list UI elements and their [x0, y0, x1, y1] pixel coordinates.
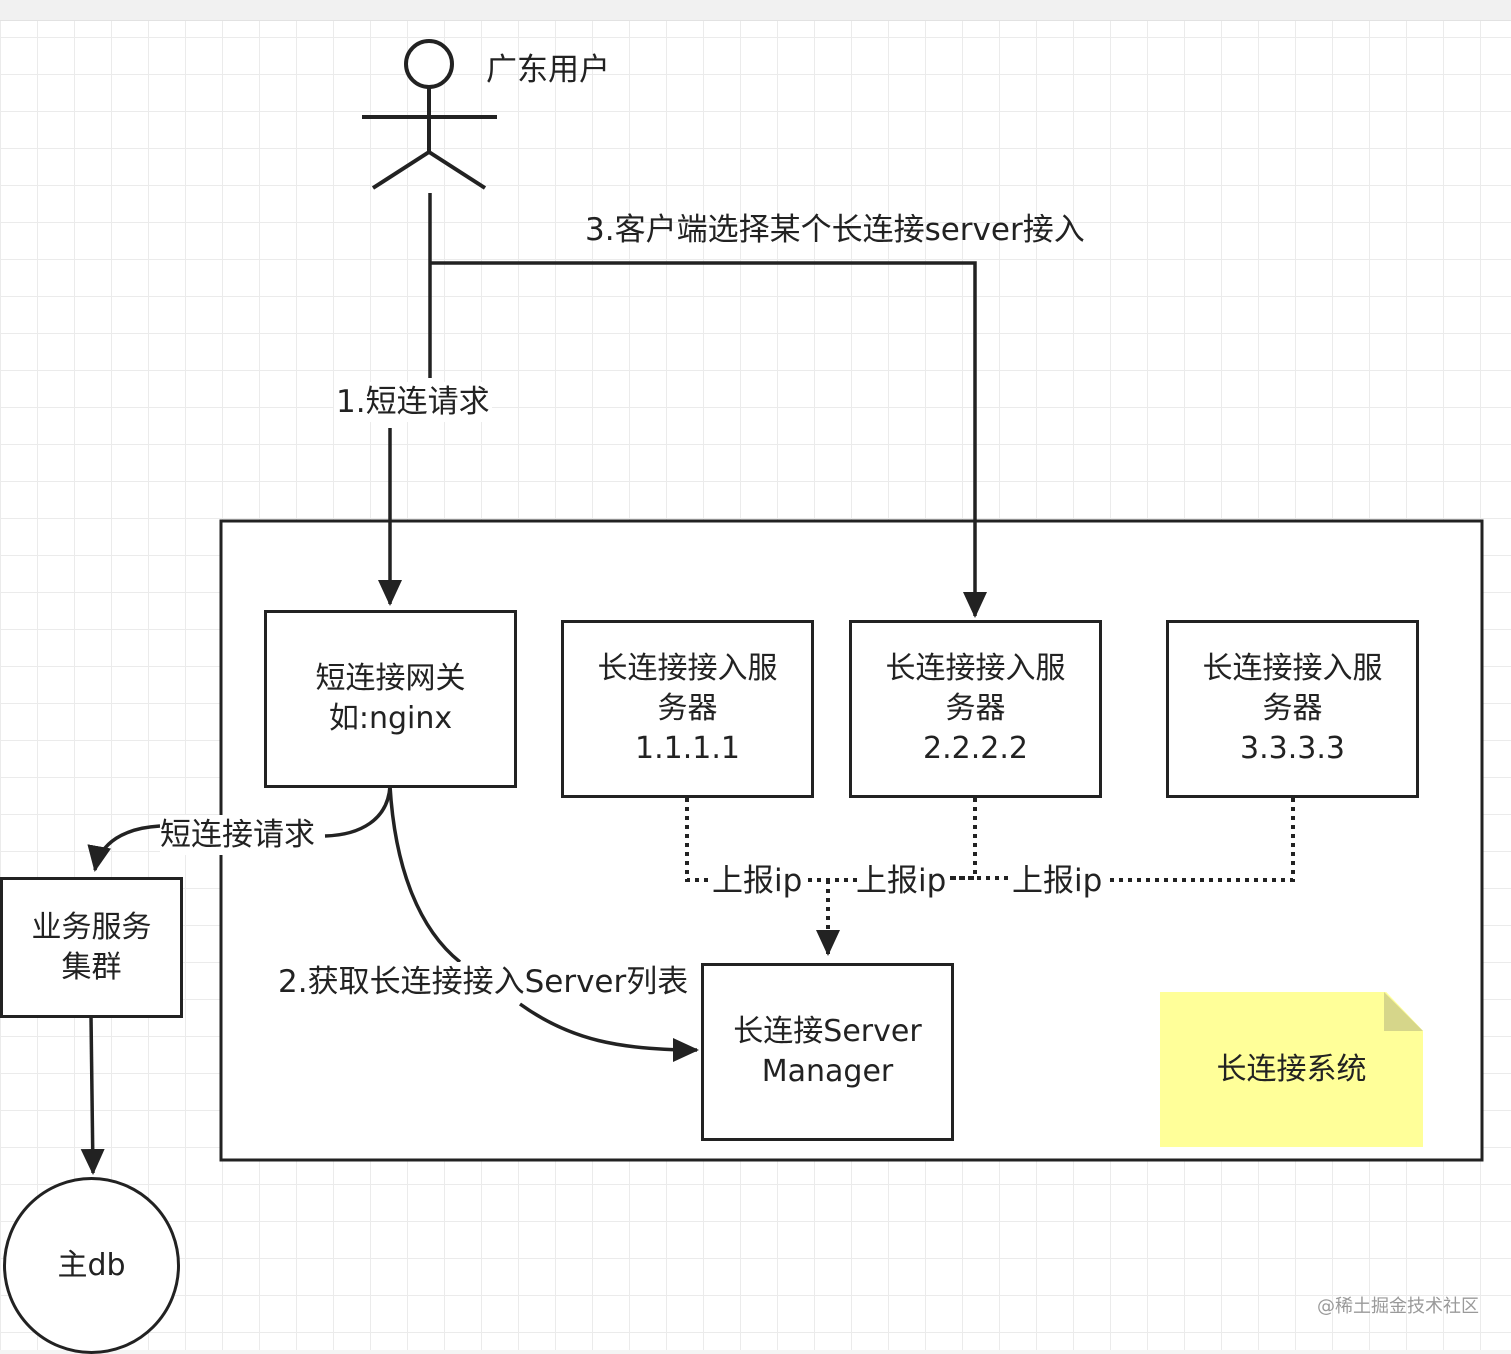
top-band	[0, 0, 1511, 21]
node-biz-cluster-text: 业务服务 集群	[31, 909, 152, 985]
node-db-text: 主db	[57, 1247, 126, 1283]
label-report-ip-3: 上报ip	[1012, 863, 1103, 899]
edge-step3	[430, 261, 987, 618]
note-system-text: 长连接系统	[1216, 1051, 1367, 1087]
edge-report-ip	[685, 798, 1295, 956]
label-step2: 2.获取长连接接入Server列表	[278, 962, 689, 1002]
label-step1: 1.短连请求	[334, 382, 492, 422]
node-server-3-text: 长连接接入服 务器 3.3.3.3	[1202, 651, 1383, 766]
actor-figure	[362, 39, 497, 190]
edge-short-request	[95, 785, 392, 870]
node-gateway-text: 短连接网关 如:nginx	[315, 661, 466, 736]
edge-step1	[390, 193, 432, 604]
node-server-2-text: 长连接接入服 务器 2.2.2.2	[885, 651, 1066, 766]
actor-label: 广东用户	[486, 52, 610, 88]
node-server-3[interactable]: 长连接接入服 务器 3.3.3.3	[1166, 620, 1419, 798]
node-server-1-text: 长连接接入服 务器 1.1.1.1	[597, 651, 778, 766]
label-report-ip-1: 上报ip	[712, 863, 803, 899]
note-system: 长连接系统	[1160, 992, 1423, 1147]
watermark: @稀土掘金技术社区	[1317, 1296, 1479, 1317]
node-gateway[interactable]: 短连接网关 如:nginx	[264, 610, 517, 788]
label-report-ip-2: 上报ip	[856, 863, 947, 899]
edge-step2	[388, 785, 697, 1050]
node-server-1[interactable]: 长连接接入服 务器 1.1.1.1	[561, 620, 814, 798]
label-step3: 3.客户端选择某个长连接server接入	[585, 212, 1085, 248]
label-short-request: 短连接请求	[160, 815, 315, 855]
node-server-2[interactable]: 长连接接入服 务器 2.2.2.2	[849, 620, 1102, 798]
node-db[interactable]: 主db	[3, 1177, 180, 1354]
edge-biz-db	[80, 1015, 105, 1175]
node-manager[interactable]: 长连接Server Manager	[701, 963, 954, 1141]
node-biz-cluster[interactable]: 业务服务 集群	[0, 877, 183, 1018]
node-manager-text: 长连接Server Manager	[733, 1014, 922, 1089]
